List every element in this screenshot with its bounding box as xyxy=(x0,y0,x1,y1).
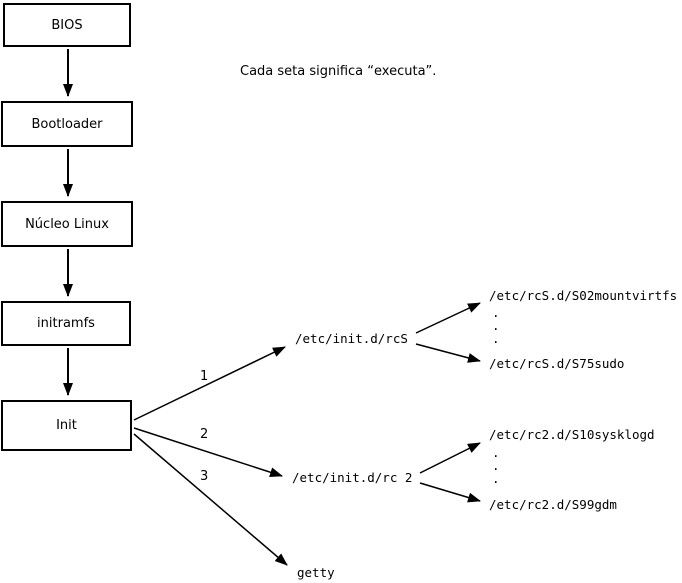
rc2-ellipsis: . . . xyxy=(492,445,500,486)
branch-2-target: /etc/init.d/rc 2 xyxy=(292,470,413,485)
rcS-child-last: /etc/rcS.d/S75sudo xyxy=(489,356,625,371)
rc2-child-first: /etc/rc2.d/S10sysklogd xyxy=(489,427,655,442)
arrow-rcS-to-first xyxy=(415,302,481,334)
caption: Cada seta significa “executa”. xyxy=(240,64,437,79)
arrow-init-to-rcS xyxy=(133,346,286,421)
box-init: Init xyxy=(1,400,132,451)
rcS-ellipsis: . . . xyxy=(492,305,500,346)
branch-3-target: getty xyxy=(297,565,335,580)
box-kernel: Núcleo Linux xyxy=(1,201,133,247)
rcS-child-first: /etc/rcS.d/S02mountvirtfs xyxy=(489,288,678,303)
arrow-rc2-to-last xyxy=(419,482,481,503)
arrow-init-to-rc2 xyxy=(133,427,283,478)
box-bootloader-label: Bootloader xyxy=(31,116,103,132)
arrow-rcS-to-last xyxy=(415,343,481,363)
arrow-init-to-getty xyxy=(133,433,288,566)
box-init-label: Init xyxy=(56,418,77,433)
branch-1-target: /etc/init.d/rcS xyxy=(295,331,408,346)
box-bios: BIOS xyxy=(3,3,131,47)
branch-3-number: 3 xyxy=(200,469,209,484)
branch-1-number: 1 xyxy=(200,369,209,384)
arrow-rc2-to-first xyxy=(419,442,481,474)
box-initramfs-label: initramfs xyxy=(37,316,95,331)
box-bios-label: BIOS xyxy=(51,17,83,33)
rc2-child-last: /etc/rc2.d/S99gdm xyxy=(489,497,617,512)
box-bootloader: Bootloader xyxy=(1,101,133,147)
branch-2-number: 2 xyxy=(200,427,209,442)
box-initramfs: initramfs xyxy=(1,301,131,346)
box-kernel-label: Núcleo Linux xyxy=(25,216,109,232)
